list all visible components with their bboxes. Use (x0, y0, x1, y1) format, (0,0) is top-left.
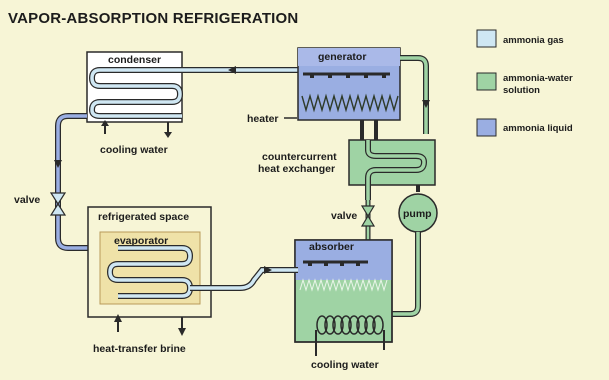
pump-label: pump (403, 208, 432, 220)
cooling-water-top-label: cooling water (100, 144, 168, 156)
brine-in-arrowhead (114, 314, 122, 322)
legend-swatch-solution (476, 72, 497, 91)
heater-label: heater (247, 113, 279, 125)
valve-right-top (360, 205, 376, 218)
legend-label-solution-line1: ammonia-water (503, 73, 573, 84)
legend-label-liquid: ammonia liquid (503, 123, 573, 134)
heat-exchanger-box (348, 139, 436, 186)
exchanger-label-line2: heat exchanger (258, 163, 335, 175)
absorber-sparger-holes (308, 262, 360, 266)
generator-sparger-holes (310, 74, 386, 78)
heater-coil (301, 93, 399, 113)
flow-arrow-generator-outlet (422, 100, 430, 108)
absorber-liquid-space (295, 240, 392, 280)
brine-out-arrowhead (178, 328, 186, 336)
left-pipe (56, 114, 118, 250)
legend-swatch-liquid (476, 118, 497, 137)
generator-gas-space (298, 48, 400, 66)
legend: ammonia gas ammonia-water solution ammon… (476, 29, 573, 137)
absorber-cooling-coil (316, 315, 384, 335)
cooling-water-bottom-label: cooling water (311, 359, 379, 371)
evaporator-label: evaporator (114, 235, 168, 247)
absorber-spray (299, 278, 388, 292)
flow-arrow-left (54, 160, 62, 168)
valve-left-bottom (49, 202, 67, 216)
exchanger-label-line1: countercurrent (262, 151, 337, 163)
generator-outlet (400, 56, 428, 134)
legend-swatch-gas (476, 29, 497, 48)
condenser-coil (90, 68, 182, 118)
cooling-water-in-arrowhead (101, 120, 109, 126)
condenser-label: condenser (108, 54, 161, 66)
pump-to-absorber (384, 232, 420, 316)
pipe-evaporator-absorber (190, 268, 298, 290)
valve-right-bottom (360, 214, 376, 227)
legend-label-gas: ammonia gas (503, 35, 564, 46)
exchanger-coil (366, 140, 426, 200)
diagram-title: VAPOR-ABSORPTION REFRIGERATION (8, 10, 298, 27)
flow-arrow-evaporator (264, 266, 272, 274)
generator-label: generator (318, 51, 366, 63)
refrigerated-space-label: refrigerated space (98, 211, 189, 223)
flow-arrow-top (228, 66, 236, 74)
valve-right-label: valve (331, 210, 357, 222)
brine-label: heat-transfer brine (93, 343, 186, 355)
valve-left-label: valve (14, 194, 40, 206)
valve-left-top (49, 192, 67, 206)
cooling-water-out-arrowhead (164, 132, 172, 138)
evaporator-zone (99, 231, 201, 305)
absorber-outline (294, 239, 393, 343)
absorber-label: absorber (309, 241, 354, 253)
legend-label-solution-line2: solution (503, 85, 540, 96)
generator-outlet-outline (400, 55, 429, 134)
